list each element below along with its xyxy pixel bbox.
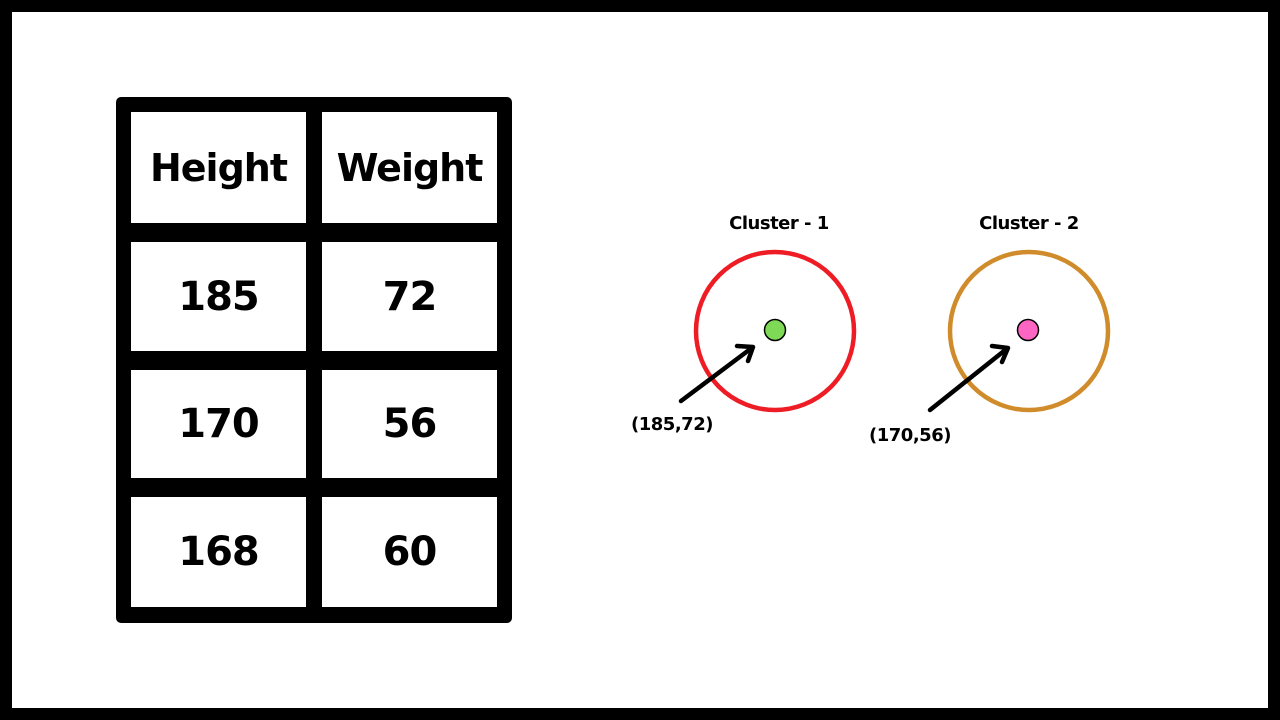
cluster-2-arrow [927, 343, 1011, 413]
cluster-1-centroid-label: (185,72) [631, 414, 713, 435]
data-table: Height Weight 185 72 170 56 168 60 [116, 97, 512, 623]
cluster-1-arrow [678, 343, 756, 404]
table-cell-height: 170 [131, 370, 306, 478]
table-header-weight: Weight [322, 112, 497, 223]
table-cell-height: 185 [131, 242, 306, 351]
table-cell-weight: 60 [322, 497, 497, 607]
table-cell-weight: 56 [322, 370, 497, 478]
cluster-2-centroid-label: (170,56) [869, 425, 951, 446]
cluster-2-label: Cluster - 2 [979, 213, 1079, 234]
cluster-2-centroid-dot [1016, 318, 1040, 342]
table-cell-height: 168 [131, 497, 306, 607]
cluster-2-ring [947, 249, 1111, 413]
cluster-1-ring [693, 249, 857, 413]
table-cell-weight: 72 [322, 242, 497, 351]
table-header-height: Height [131, 112, 306, 223]
cluster-1-centroid-dot [763, 318, 787, 342]
cluster-1-label: Cluster - 1 [729, 213, 829, 234]
